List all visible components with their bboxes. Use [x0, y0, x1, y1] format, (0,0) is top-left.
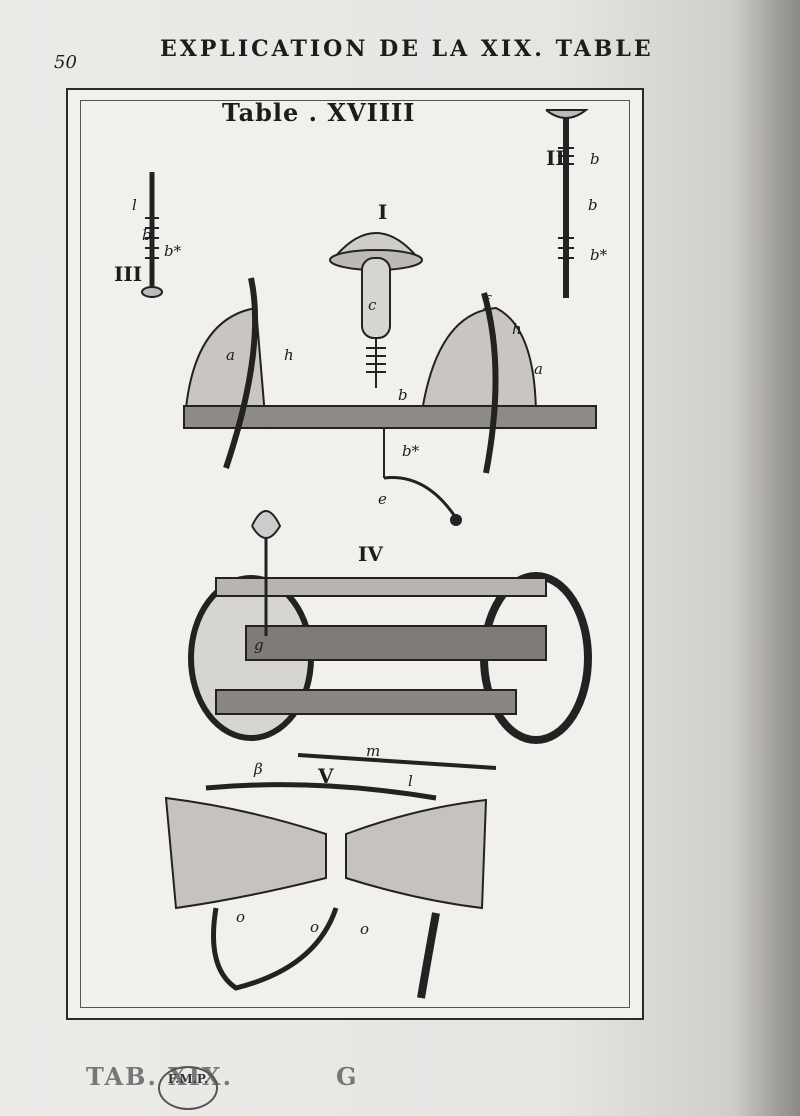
running-head: EXPLICATION DE LA XIX. TABLE — [160, 36, 654, 62]
letter-b-star-fig2: b* — [590, 246, 608, 264]
letter-b-fig2: b — [590, 150, 600, 168]
footer-signature-letter: G — [336, 1062, 359, 1091]
letter-a-right: a — [534, 360, 543, 378]
letter-c: c — [368, 296, 377, 314]
engraving-illustration — [141, 109, 597, 999]
letter-l-fig2: b — [588, 196, 598, 214]
figure-label-4: IV — [358, 542, 383, 566]
figure-4-cylindrical-cage — [188, 510, 592, 744]
figure-1-head-crown — [329, 232, 423, 388]
figure-label-5: V — [318, 764, 334, 788]
figure-2-screw — [545, 109, 589, 298]
figure-1-half-cylinders — [183, 277, 597, 526]
letter-b-star-lower: b* — [402, 442, 420, 460]
letter-h-left: h — [284, 346, 294, 364]
figure-label-2: II — [546, 146, 565, 170]
page-number: 50 — [54, 52, 77, 73]
figure-5-knee-brace — [164, 782, 488, 999]
letter-e: e — [378, 490, 387, 508]
letter-f: f — [484, 292, 490, 310]
letter-o-1: o — [236, 908, 246, 926]
letter-a-left: a — [226, 346, 235, 364]
library-stamp: F.M.P. — [158, 1066, 218, 1110]
letter-h-right: h — [512, 320, 522, 338]
letter-l: l — [408, 772, 413, 790]
plate-title: Table . XVIIII — [222, 98, 416, 127]
letter-o-3: o — [360, 920, 370, 938]
letter-b-fig3: b — [142, 226, 152, 244]
letter-b-center: b — [398, 386, 408, 404]
letter-beta: β — [254, 760, 263, 778]
letter-b-star-fig3: b* — [164, 242, 182, 260]
rod-m — [297, 753, 497, 770]
letter-m: m — [366, 742, 381, 760]
letter-l-fig3: l — [132, 196, 137, 214]
letter-o-2: o — [310, 918, 320, 936]
figure-3-screw — [141, 172, 163, 298]
page-gutter-shadow — [730, 0, 800, 1116]
figure-label-1: I — [378, 200, 388, 224]
figure-label-3: III — [114, 262, 143, 286]
letter-g: g — [254, 636, 264, 654]
